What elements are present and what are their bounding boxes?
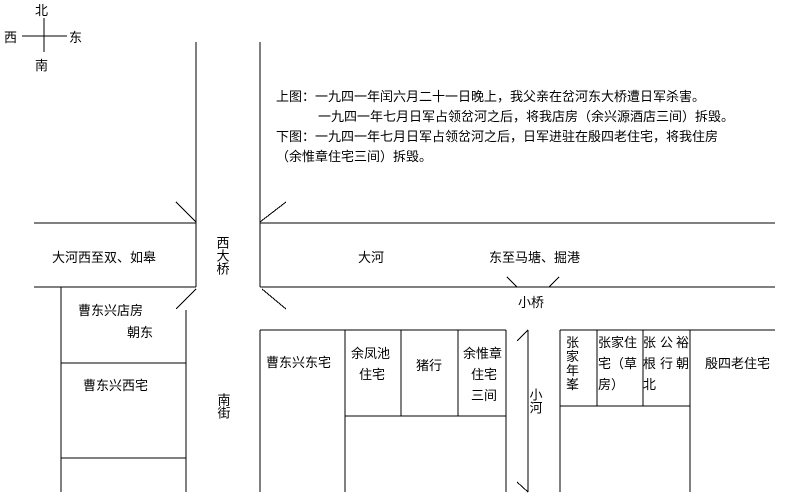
southeast-blocks: 曹东兴东宅 余凤池 住宅 猪行 余惟章 住宅 三间 [259, 329, 507, 492]
cao-west-house: 曹东兴西宅 [83, 379, 148, 394]
zhang-yu-1: 张 [643, 336, 656, 351]
compass-south: 南 [35, 58, 48, 74]
cao-shop-line-2: 朝东 [127, 326, 153, 341]
compass-rose: 北 南 西 东 [4, 4, 82, 74]
west-bridge-label: 西大桥 [214, 236, 230, 276]
gong-xing-1: 公 [660, 336, 673, 351]
compass-east: 东 [69, 31, 82, 46]
river-west-label: 大河西至双、如皋 [52, 250, 156, 266]
zhang-jiafeng-2: 家 [566, 349, 579, 365]
yu-fengchi-line-1: 余凤池 [351, 346, 390, 362]
pig-market: 猪行 [416, 359, 442, 374]
west-bridge-lower-left [175, 288, 197, 310]
yin-si-house: 殷四老住宅 [705, 357, 770, 372]
notes-block: 上图：一九四一年闰六月二十一日晚上，我父亲在岔河东大桥遭日军杀害。 一九四一年七… [276, 89, 734, 165]
yu-fengchi-line-2: 住宅 [359, 368, 385, 383]
note-line-4: （余惟章住宅三间）拆毁。 [276, 149, 432, 165]
cao-shop-line-1: 曹东兴店房 [78, 303, 143, 319]
west-bridge-lower-right [261, 288, 287, 310]
note-line-2: 一九四一年七月日军占领岔河之后，将我店房（余兴源酒店三间）拆毁。 [318, 109, 734, 125]
yu-weizhang-line-1: 余惟章 [463, 346, 502, 362]
zhang-yu-2: 根 [643, 357, 656, 372]
west-bridge-text: 西大桥 [214, 236, 230, 276]
east-blocks: 张 家 年 峯 张家住 宅（草 房） 张 根 北 公 行 裕 朝 殷四老住宅 [560, 329, 775, 492]
gong-xing-2: 行 [660, 357, 673, 372]
southwest-blocks: 曹东兴店房 朝东 曹东兴西宅 [60, 287, 187, 492]
note-line-3: 下图：一九四一年七月日军占领岔河之后，日军进驻在殷四老住宅，将我住房 [276, 129, 718, 145]
small-bridge-label: 小桥 [518, 296, 544, 311]
zhang-jiafeng-3: 年 [566, 364, 579, 379]
yu-weizhang-line-3: 三间 [471, 389, 497, 404]
zhang-jiafeng-1: 张 [566, 336, 579, 351]
zhang-yu-3: 北 [643, 378, 656, 393]
compass-north: 北 [35, 4, 48, 19]
cao-east-house: 曹东兴东宅 [266, 356, 331, 371]
north-street [175, 42, 287, 223]
small-river: 小河 [516, 329, 561, 493]
compass-west: 西 [4, 31, 17, 46]
zhang-jiazhu-3: 房） [598, 377, 624, 393]
south-street-label: 南街 [215, 392, 231, 419]
zhang-jiazhu-1: 张家住 [598, 335, 637, 351]
river-band: 大河西至双、如皋 大河 东至马塘、掘港 [34, 222, 775, 288]
river-label: 大河 [358, 251, 384, 266]
note-line-1: 上图：一九四一年闰六月二十一日晚上，我父亲在岔河东大桥遭日军杀害。 [276, 89, 705, 105]
yu-weizhang-line-2: 住宅 [471, 368, 497, 383]
yu-chao-1: 裕 [676, 336, 689, 351]
yu-chao-2: 朝 [676, 357, 689, 372]
river-east-label: 东至马塘、掘港 [489, 250, 580, 266]
small-bridge: 小桥 [506, 276, 560, 311]
small-river-label: 小河 [527, 388, 543, 414]
zhang-jiazhu-2: 宅（草 [598, 357, 637, 372]
zhang-jiafeng-4: 峯 [566, 378, 579, 393]
